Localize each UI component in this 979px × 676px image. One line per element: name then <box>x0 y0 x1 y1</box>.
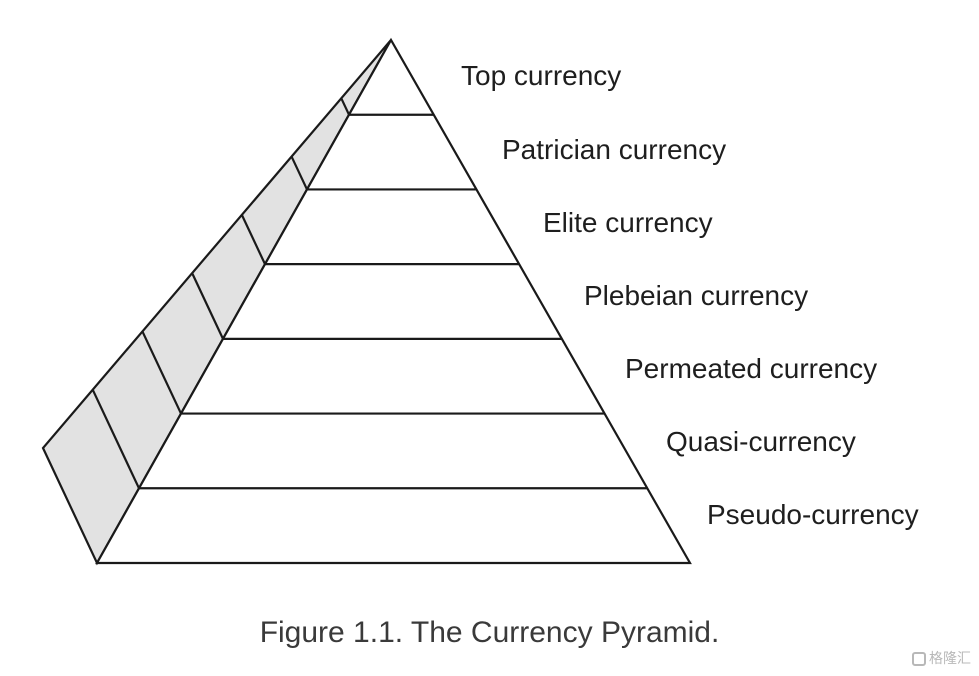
side-tier-line-4 <box>191 272 224 340</box>
side-tier-line-5 <box>141 330 182 415</box>
figure-caption: Figure 1.1. The Currency Pyramid. <box>259 616 720 649</box>
side-tier-line-1 <box>340 97 350 116</box>
level-label-5: Permeated currency <box>625 353 878 384</box>
side-tier-line-2 <box>290 156 308 190</box>
pyramid-front-face <box>95 37 692 565</box>
level-label-6: Quasi-currency <box>666 426 856 457</box>
level-label-3: Elite currency <box>543 207 713 238</box>
level-label-4: Plebeian currency <box>584 280 809 311</box>
watermark-text: 格隆汇 <box>929 650 971 666</box>
side-tier-line-6 <box>91 389 140 489</box>
level-label-2: Patrician currency <box>502 134 727 165</box>
level-label-1: Top currency <box>461 60 622 91</box>
watermark-logo-icon <box>912 652 926 666</box>
watermark: 格隆汇 <box>912 648 971 668</box>
level-label-7: Pseudo-currency <box>707 499 919 530</box>
side-tier-line-3 <box>240 214 266 265</box>
